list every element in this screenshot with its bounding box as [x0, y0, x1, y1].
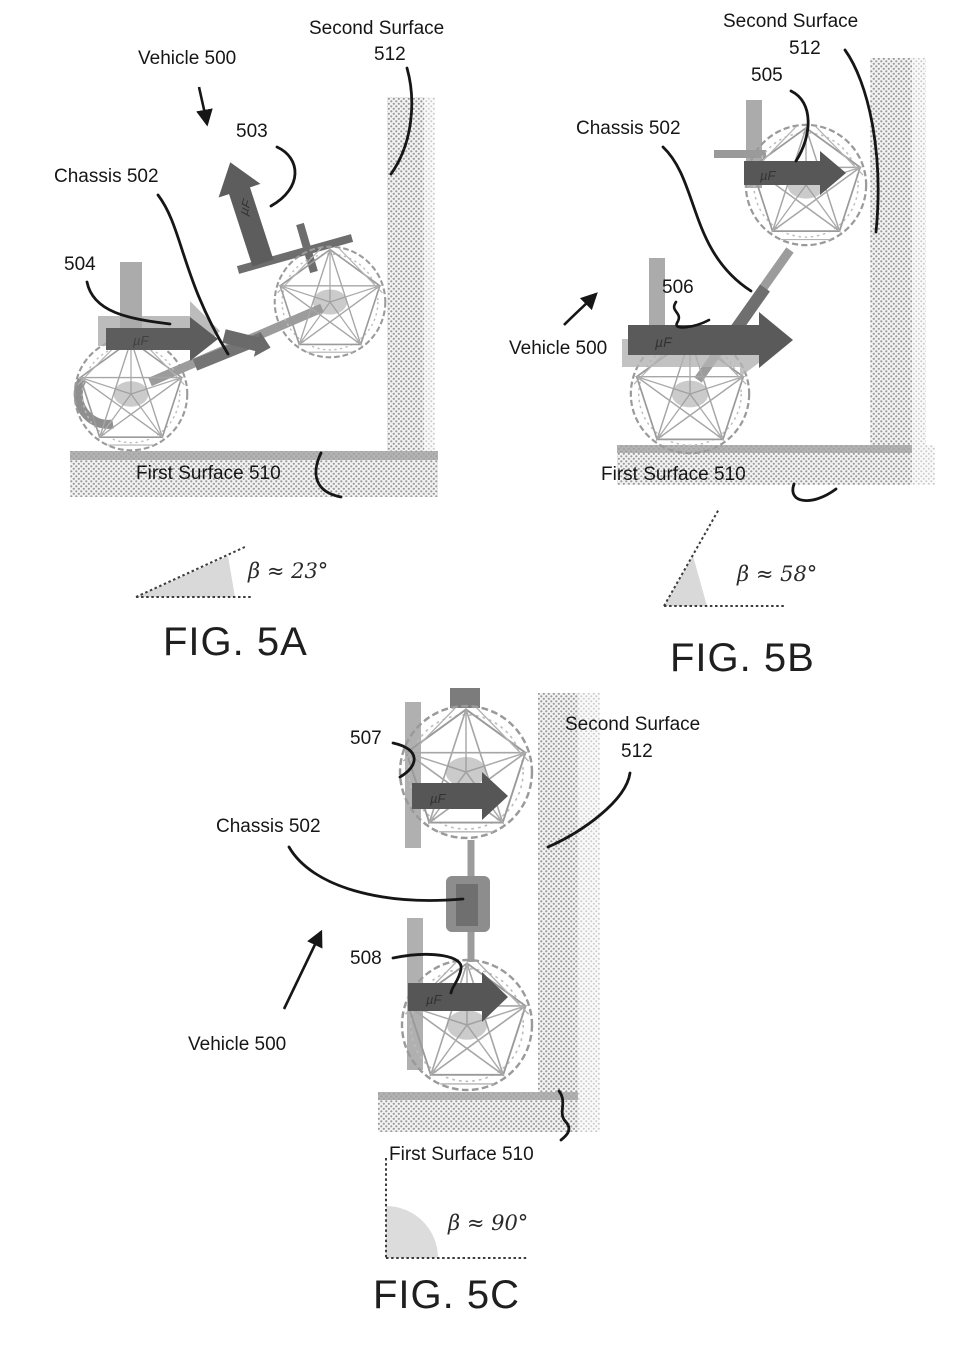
- fig5c-chassis-leader: [287, 845, 465, 902]
- fig5a-second-surface-ref: 512: [374, 44, 406, 65]
- fig5b-title: FIG. 5B: [670, 636, 815, 680]
- fig5c-507-leader: [391, 741, 416, 779]
- fig5a-ref-503: 503: [236, 121, 268, 142]
- fig5a-crossbar2: [296, 222, 318, 274]
- fig5c-508-leader: [391, 952, 463, 995]
- fig5a-504-leader: [85, 280, 172, 326]
- fig5c-title: FIG. 5C: [373, 1273, 521, 1317]
- fig5b-force-arrow-506: [628, 312, 793, 368]
- fig5c-first-surface-leader: [557, 1089, 571, 1142]
- fig5a-small-arrow: [222, 329, 271, 357]
- fig5b-drawing: µF µF: [563, 48, 935, 607]
- fig5a-horizontal-arrow-force-text: µF: [133, 333, 149, 348]
- fig5b-floor-edge: [617, 445, 912, 453]
- fig5c-floor-tail: [578, 1092, 600, 1132]
- fig5b-vehicle-pointer-arrow: [563, 292, 598, 326]
- fig5a-up-arrow-force-text: µF: [236, 197, 255, 217]
- fig5a-force-arrow-503: [218, 162, 274, 267]
- fig5a-vehicle-pointer-arrow: [196, 86, 213, 127]
- fig5a-512-leader: [389, 66, 414, 176]
- fig5b-wall-edge: [912, 58, 926, 454]
- fig5b-second-surface-ref: 512: [789, 38, 821, 59]
- fig5c-ref-508: 508: [350, 948, 382, 969]
- fig5c-second-surface-ref: 512: [621, 741, 653, 762]
- fig5c-chassis-label: Chassis 502: [216, 816, 321, 837]
- fig5a-first-surface-leader: [314, 451, 343, 499]
- fig5c-first-surface-label: First Surface 510: [389, 1144, 534, 1165]
- fig5a-front-wheel: [273, 245, 387, 359]
- fig5a-ref-504: 504: [64, 254, 96, 275]
- fig5a-floor-edge: [70, 451, 438, 460]
- fig5c-chassis-hub-dark: [456, 884, 478, 926]
- fig5c-floor-edge: [378, 1092, 578, 1100]
- fig5a-curved-arm: [73, 377, 114, 429]
- fig5b-angle-value: β ≈ 58°: [737, 562, 818, 586]
- fig5b-force-arrow-505: [744, 151, 846, 195]
- fig5b-bottom-post: [649, 258, 665, 330]
- fig5b-505-leader: [789, 89, 810, 163]
- fig5a-angle-diagram: [135, 545, 252, 598]
- fig5c-angle-diagram: [385, 1158, 528, 1259]
- fig5a-vehicle-label: Vehicle 500: [138, 48, 237, 69]
- fig5c-ref-507: 507: [350, 728, 382, 749]
- fig5b-first-surface-leader: [791, 482, 838, 502]
- fig5b-second-surface-wall: [870, 58, 912, 454]
- fig5b-first-surface-label: First Surface 510: [601, 464, 746, 485]
- fig5c-top-cap: [450, 688, 480, 708]
- fig5b-angle-diagram: [663, 508, 786, 607]
- fig5b-ref-506: 506: [662, 277, 694, 298]
- fig5b-chassis-leader: [661, 145, 753, 293]
- fig5a-first-surface-label: First Surface 510: [136, 463, 281, 484]
- fig5c-second-surface-wall: [538, 693, 578, 1093]
- fig5a-drawing: µF µF: [70, 66, 438, 598]
- fig5c-vehicle-label: Vehicle 500: [188, 1034, 287, 1055]
- fig5b-top-arrow-force-text: µF: [760, 168, 776, 183]
- fig5a-force-arrow-504: [106, 317, 218, 361]
- fig5c-512-leader: [546, 771, 632, 849]
- fig5a-503-leader: [269, 145, 297, 208]
- fig5a-chassis-label: Chassis 502: [54, 166, 159, 187]
- fig5b-chassis-label: Chassis 502: [576, 118, 681, 139]
- fig5c-bottom-arrow-force-text: µF: [426, 992, 442, 1007]
- fig5b-vehicle-label: Vehicle 500: [509, 338, 608, 359]
- fig5a-second-surface-wall: [387, 97, 424, 453]
- fig5a-angle-value: β ≈ 23°: [248, 559, 329, 583]
- fig5c-angle-value: β ≈ 90°: [448, 1211, 529, 1235]
- fig5b-second-surface-label: Second Surface: [723, 11, 859, 32]
- fig5c-force-arrow-508: [408, 972, 508, 1022]
- fig5a-title: FIG. 5A: [163, 620, 308, 664]
- fig5c-wall-edge: [578, 693, 600, 1093]
- fig5b-506-leader: [672, 300, 711, 329]
- fig5c-drawing: µF µF: [282, 688, 632, 1259]
- fig5a-chassis-leader: [156, 193, 230, 356]
- fig5c-vehicle-pointer-arrow: [282, 929, 323, 1010]
- fig5b-ref-505: 505: [751, 65, 783, 86]
- fig5b-bottom-arrow-force-text: µF: [655, 334, 673, 350]
- fig5a-rear-wheel: [73, 336, 189, 452]
- fig5c-second-surface-label: Second Surface: [565, 714, 701, 735]
- fig5a-wall-edge: [424, 97, 435, 453]
- fig5c-force-arrow-507: [412, 772, 508, 820]
- fig5a-second-surface-label: Second Surface: [309, 18, 445, 39]
- fig5c-top-arrow-force-text: µF: [430, 791, 446, 806]
- fig5b-floor-tail: [912, 445, 935, 485]
- fig5b-512-leader: [843, 48, 880, 234]
